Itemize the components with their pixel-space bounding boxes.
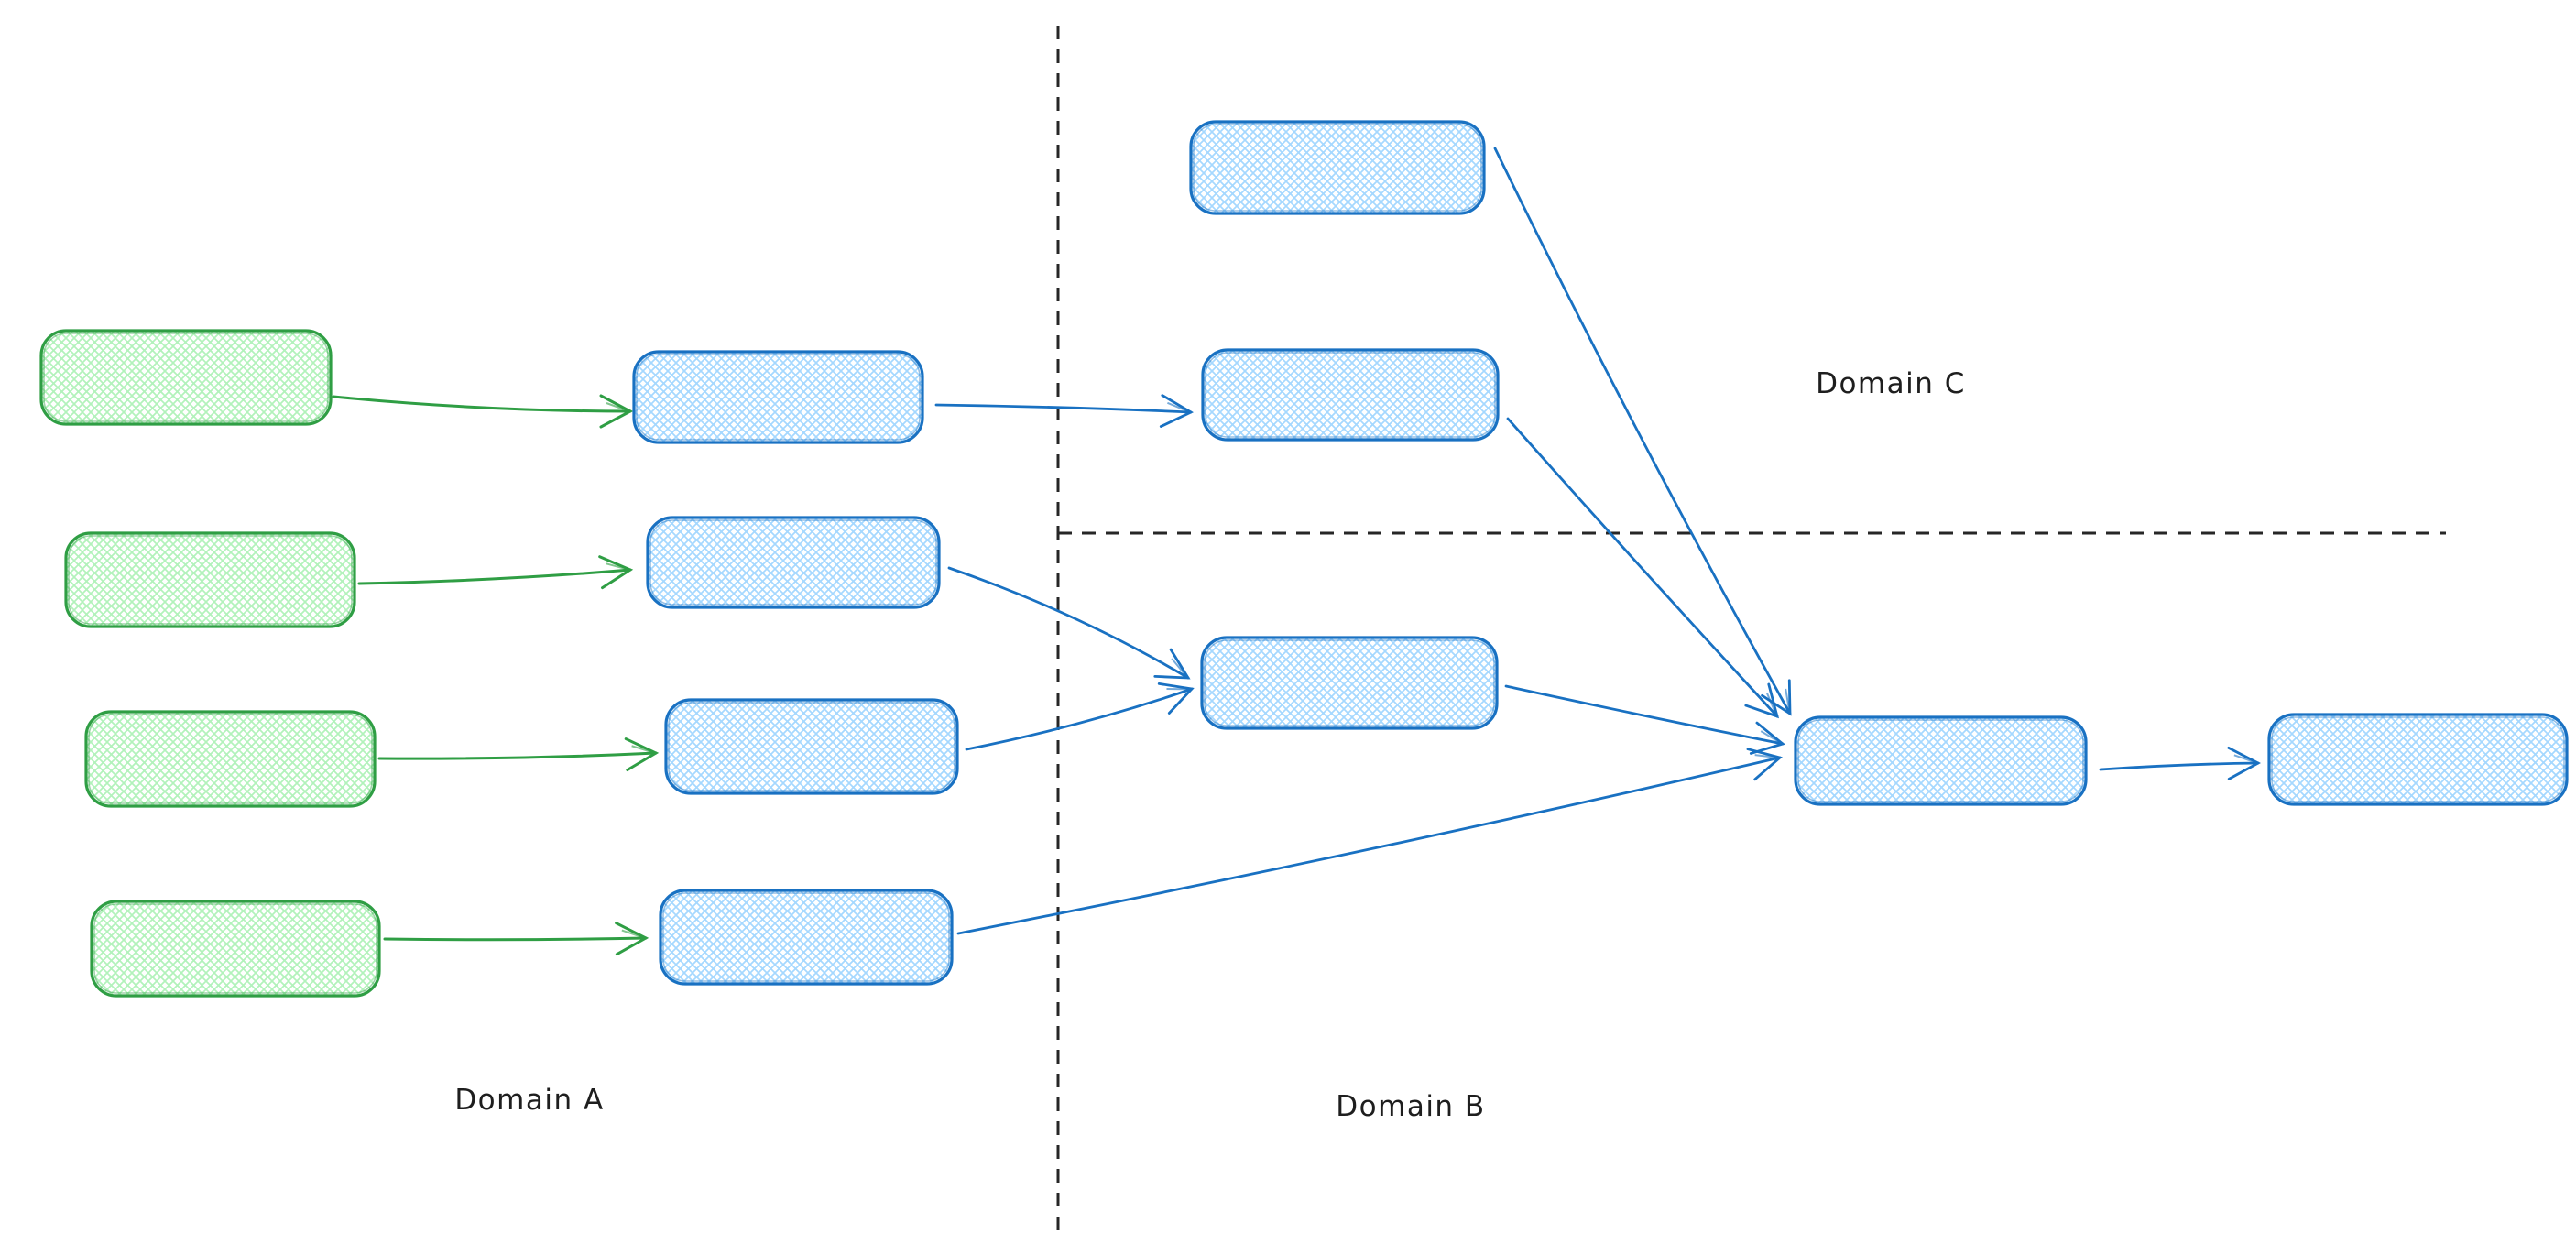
edge-cmid-hub [1506,417,1780,719]
domain-c-label: Domain C [1816,367,1966,400]
edge-bluea4-hub [956,748,1783,935]
edge-bluea3-bleft [965,682,1195,751]
edge-green2-bluea2 [357,555,634,590]
edge-bluea1-cmid [934,394,1194,428]
domain-a-label: Domain A [454,1084,604,1117]
node-blue-a4 [659,889,954,986]
node-green-1 [39,329,333,426]
edge-hub-end [2099,746,2261,780]
node-blue-c-top [1189,120,1486,215]
node-blue-b-left [1200,636,1499,730]
node-blue-b-end [2267,713,2569,806]
node-blue-a2 [646,516,941,609]
edge-bluea2-bleft [947,566,1191,680]
edge-bleft-hub [1504,684,1785,755]
node-green-3 [84,710,377,808]
node-blue-b-hub [1794,715,2088,806]
node-blue-c-mid [1201,348,1500,442]
edge-green4-bluea4 [383,922,649,956]
domain-b-label: Domain B [1336,1090,1485,1123]
edge-green3-bluea3 [377,737,660,772]
node-blue-a3 [664,698,959,795]
node-green-4 [90,900,381,998]
edge-green1-bluea1 [332,394,634,429]
node-green-2 [64,531,356,628]
edge-ctop-hub [1493,147,1792,716]
node-blue-a1 [632,350,924,444]
